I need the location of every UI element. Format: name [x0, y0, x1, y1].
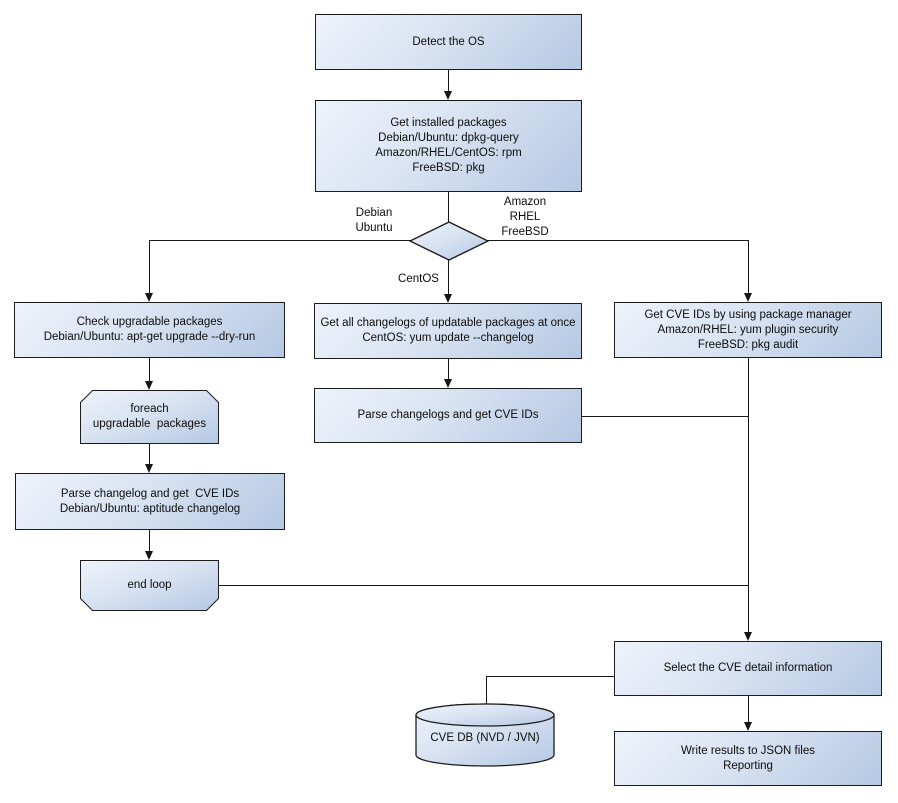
arrowhead-into-get-cve-ids	[744, 293, 752, 302]
connector-check-to-foreach	[149, 358, 150, 382]
arrowhead-into-foreach	[145, 381, 153, 390]
arrowhead-into-check-upgradable	[145, 293, 153, 302]
node-get-cve-ids-pkg-mgr: Get CVE IDs by using package manager Ama…	[614, 302, 882, 358]
node-check-upgradable: Check upgradable packages Debian/Ubuntu:…	[14, 302, 285, 358]
foreach-loop-text: foreach upgradable packages	[80, 390, 219, 444]
branch-label-amazon-rhel-freebsd: Amazon RHEL FreeBSD	[501, 196, 549, 238]
connector-diamond-right	[487, 240, 749, 241]
node-detect-os: Detect the OS	[315, 14, 582, 70]
connector-cylinder-up	[486, 676, 487, 704]
connector-detect-to-installed	[448, 70, 449, 92]
end-loop-text: end loop	[80, 560, 219, 610]
foreach-loop-label: foreach upgradable packages	[92, 403, 207, 430]
connector-foreach-to-parse	[149, 444, 150, 465]
node-parse-changelogs-mid: Parse changelogs and get CVE IDs	[314, 388, 582, 443]
node-parse-changelogs-mid-label: Parse changelogs and get CVE IDs	[357, 409, 539, 421]
node-select-cve-detail: Select the CVE detail information	[614, 641, 882, 696]
connector-parse-to-endloop	[149, 530, 150, 553]
node-get-all-changelogs: Get all changelogs of updatable packages…	[314, 303, 582, 359]
node-check-upgradable-label: Check upgradable packages Debian/Ubuntu:…	[43, 316, 256, 343]
connector-changelogs-to-parse-mid	[448, 359, 449, 380]
arrowhead-into-installed	[444, 91, 452, 100]
end-loop-shape	[80, 560, 219, 611]
cve-db-cylinder-shape	[415, 703, 555, 767]
node-get-cve-ids-pkg-mgr-label: Get CVE IDs by using package manager Ama…	[644, 308, 852, 351]
arrowhead-into-get-all-changelogs	[444, 294, 452, 303]
arrowhead-into-parse-left	[145, 464, 153, 473]
node-parse-changelog-left: Parse changelog and get CVE IDs Debian/U…	[15, 473, 285, 530]
node-write-results: Write results to JSON files Reporting	[614, 731, 882, 786]
connector-diamond-to-mid	[448, 259, 449, 295]
branch-label-debian-ubuntu: Debian Ubuntu	[355, 207, 393, 234]
connector-installed-to-diamond	[448, 192, 449, 222]
connector-merge-down-to-select	[748, 358, 749, 633]
arrowhead-into-endloop	[145, 551, 153, 560]
node-detect-os-label: Detect the OS	[412, 35, 485, 48]
connector-cylinder-to-select	[486, 676, 614, 677]
end-loop-label: end loop	[127, 578, 172, 591]
connector-right-branch-down	[748, 240, 749, 294]
node-get-installed-packages: Get installed packages Debian/Ubuntu: dp…	[315, 100, 582, 192]
connector-endloop-to-merge	[218, 585, 749, 586]
arrowhead-into-parse-mid	[444, 379, 452, 388]
connector-select-to-write	[748, 696, 749, 723]
decision-diamond-shape	[409, 221, 489, 261]
branch-label-centos: CentOS	[398, 273, 439, 285]
connector-diamond-left	[149, 240, 410, 241]
node-get-installed-packages-label: Get installed packages Debian/Ubuntu: dp…	[375, 117, 522, 174]
node-get-all-changelogs-label: Get all changelogs of updatable packages…	[320, 317, 576, 344]
node-write-results-label: Write results to JSON files Reporting	[681, 744, 815, 772]
cve-db-label: CVE DB (NVD / JVN)	[430, 731, 540, 744]
arrowhead-into-select	[744, 632, 752, 641]
node-select-cve-detail-label: Select the CVE detail information	[663, 662, 833, 674]
connector-parse-mid-to-merge	[582, 416, 749, 417]
node-parse-changelog-left-label: Parse changelog and get CVE IDs Debian/U…	[59, 487, 241, 515]
foreach-loop-shape	[80, 390, 219, 444]
cve-db-text: CVE DB (NVD / JVN)	[415, 717, 555, 759]
connector-left-branch-down	[149, 240, 150, 294]
arrowhead-into-write	[744, 722, 752, 731]
